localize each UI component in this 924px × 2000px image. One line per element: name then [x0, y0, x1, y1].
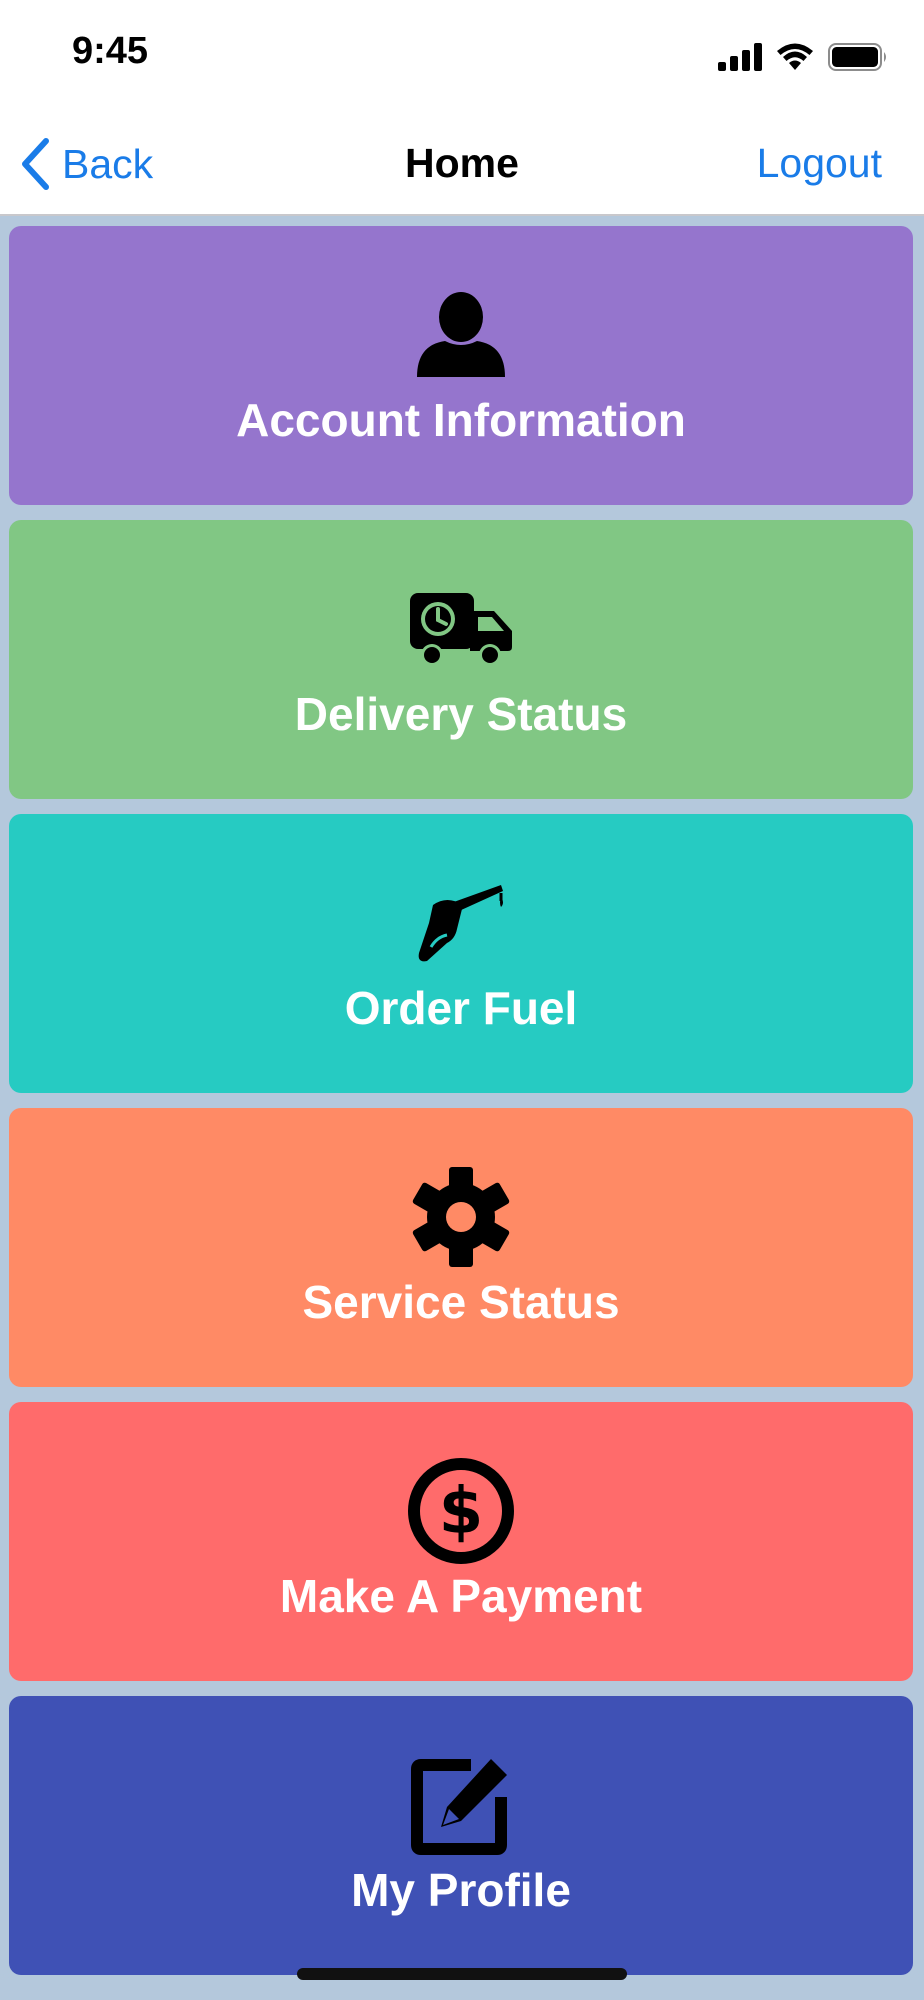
back-button[interactable]: Back	[20, 136, 153, 192]
status-bar: 9:45	[0, 0, 924, 112]
cellular-signal-icon	[718, 43, 762, 71]
person-icon	[401, 285, 521, 385]
home-indicator	[297, 1968, 627, 1980]
battery-icon	[828, 43, 886, 71]
wifi-icon	[777, 43, 813, 70]
svg-text:$: $	[439, 1475, 484, 1549]
delivery-truck-icon	[401, 579, 521, 679]
dollar-icon: $	[401, 1457, 521, 1564]
logout-button[interactable]: Logout	[756, 140, 882, 186]
service-status-tile[interactable]: Service Status	[9, 1108, 913, 1387]
back-label: Back	[62, 140, 154, 187]
tile-label: Service Status	[302, 1275, 620, 1328]
my-profile-tile[interactable]: My Profile	[9, 1696, 913, 1975]
fuel-nozzle-icon	[401, 873, 521, 973]
status-icons	[718, 40, 888, 74]
order-fuel-tile[interactable]: Order Fuel	[9, 814, 913, 1093]
make-a-payment-tile[interactable]: $ Make A Payment	[9, 1402, 913, 1681]
tile-label: Order Fuel	[344, 981, 578, 1034]
tile-label: Delivery Status	[294, 687, 628, 740]
menu-tiles: Account Information Delivery Status	[9, 226, 913, 1990]
edit-profile-icon	[401, 1755, 521, 1855]
account-information-tile[interactable]: Account Information	[9, 226, 913, 505]
tile-label: Account Information	[236, 393, 686, 446]
tile-label: My Profile	[351, 1863, 571, 1916]
delivery-status-tile[interactable]: Delivery Status	[9, 520, 913, 799]
tile-label: Make A Payment	[279, 1569, 643, 1622]
gear-icon	[401, 1166, 521, 1267]
navigation-bar: Back Home Logout	[0, 112, 924, 216]
status-time: 9:45	[72, 30, 149, 72]
chevron-left-icon	[22, 138, 49, 190]
